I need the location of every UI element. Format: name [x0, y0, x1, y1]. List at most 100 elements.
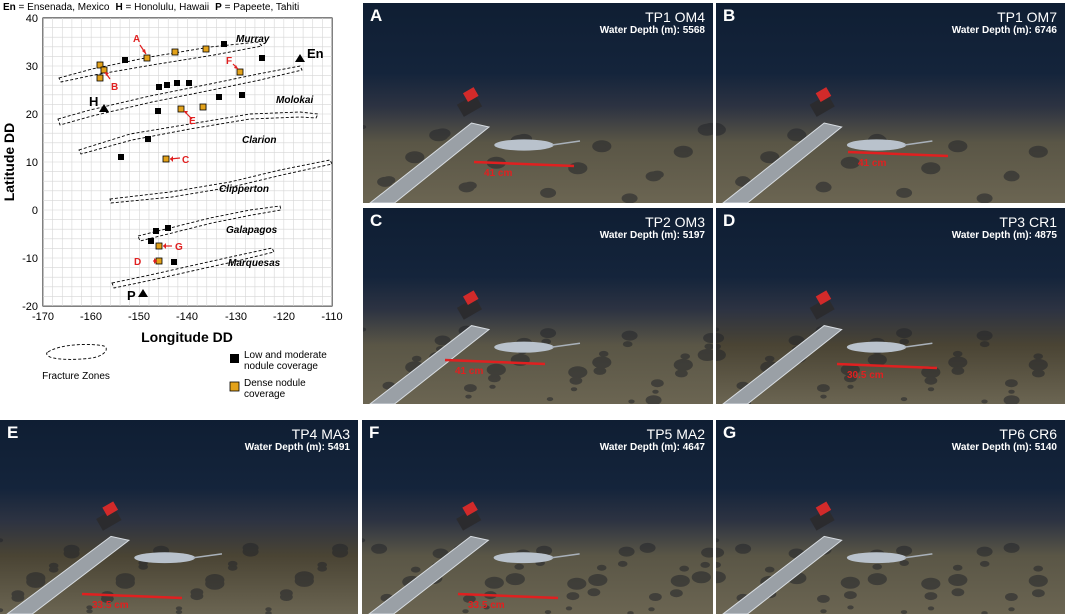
scale-length: 33.5 cm	[468, 600, 505, 611]
scale-bar	[444, 358, 546, 366]
honolulu-marker	[99, 104, 109, 112]
seafloor-scene	[716, 87, 1048, 203]
seafloor-scene	[0, 501, 349, 614]
seafloor-scene	[362, 501, 713, 614]
seafloor-scene	[363, 290, 713, 404]
legend-low-swatch	[230, 354, 239, 363]
label-clipperton: Clipperton	[219, 184, 269, 195]
scale-length: 41 cm	[858, 158, 887, 169]
papeete-marker	[138, 289, 148, 297]
camera-housing	[809, 94, 835, 117]
fish	[493, 552, 554, 564]
water-depth: Water Depth (m): 6746	[951, 25, 1057, 36]
fracture-zone-clarion	[78, 111, 319, 155]
camera-housing	[456, 508, 482, 531]
fish-tail	[551, 342, 581, 348]
fish-tail	[904, 553, 933, 559]
red-light	[815, 290, 832, 305]
probe-arm	[722, 535, 843, 614]
fracture-zones	[57, 41, 333, 289]
probe-arm	[369, 325, 491, 404]
water-depth: Water Depth (m): 5197	[599, 230, 705, 241]
camera-housing	[96, 508, 122, 531]
fish-tail	[551, 553, 580, 559]
legend-dense-swatch	[229, 381, 240, 392]
legend-dense-label: Dense nodule coverage	[244, 378, 306, 400]
fish	[134, 552, 196, 564]
probe-arm	[722, 325, 843, 404]
water-depth: Water Depth (m): 4647	[599, 442, 705, 453]
low-coverage-markers	[118, 41, 265, 265]
label-galapagos: Galapagos	[226, 225, 278, 236]
fish-tail	[904, 140, 933, 146]
water-depth: Water Depth (m): 5568	[599, 25, 705, 36]
panel-letter: E	[7, 423, 19, 442]
trap-code: TP4 MA3	[291, 426, 350, 442]
fish-tail	[193, 553, 223, 559]
trap-code: TP5 MA2	[646, 426, 705, 442]
nodules	[716, 538, 1048, 614]
label-marquesas: Marquesas	[228, 258, 281, 269]
svg-text:A: A	[133, 34, 140, 45]
port-labels: En H P	[89, 46, 324, 303]
probe-arm	[722, 122, 843, 203]
fracture-zone-labels: Murray Molokai Clarion Clipperton Galapa…	[219, 34, 313, 269]
nodules	[0, 538, 349, 614]
fish	[846, 552, 907, 564]
svg-text:D: D	[134, 257, 141, 268]
nodules	[362, 538, 713, 614]
svg-text:C: C	[182, 155, 189, 166]
svg-text:P: P	[127, 288, 136, 303]
red-light	[462, 87, 479, 102]
nodules	[363, 122, 713, 203]
svg-text:30: 30	[26, 61, 38, 73]
svg-text:H: H	[89, 94, 98, 109]
red-light	[462, 501, 478, 517]
scale-bar	[457, 592, 559, 600]
red-light	[463, 290, 479, 306]
seafloor-scene	[363, 87, 713, 203]
camera-housing	[809, 297, 835, 320]
svg-text:-110: -110	[321, 311, 342, 323]
legend-fracture-zones: Fracture Zones	[42, 371, 110, 382]
label-molokai: Molokai	[276, 95, 313, 106]
svg-text:20: 20	[26, 109, 38, 121]
site-arrowheads	[105, 49, 238, 264]
probe-arm	[368, 535, 490, 614]
fish-tail	[904, 342, 933, 348]
svg-text:-140: -140	[176, 311, 198, 323]
seafloor-scene	[716, 290, 1048, 404]
nodules	[716, 122, 1048, 203]
scale-bar	[836, 362, 938, 370]
legend-low-label: Low and moderate nodule coverage	[244, 350, 327, 372]
svg-text:-130: -130	[225, 311, 247, 323]
trap-code: TP6 CR6	[999, 426, 1057, 442]
fish	[494, 139, 554, 151]
fracture-zone-legend-icon	[46, 344, 107, 360]
y-axis-label: Latitude DD	[1, 123, 17, 202]
svg-text:10: 10	[26, 157, 38, 169]
scale-bar	[473, 160, 575, 168]
panel-letter: F	[369, 423, 380, 442]
svg-text:En: En	[307, 46, 324, 61]
x-axis-label: Longitude DD	[141, 329, 233, 345]
water-depth: Water Depth (m): 5140	[951, 442, 1057, 453]
panel-letter: A	[370, 6, 383, 25]
svg-text:-150: -150	[128, 311, 150, 323]
red-light	[102, 501, 119, 517]
svg-text:-170: -170	[32, 311, 54, 323]
label-clarion: Clarion	[242, 135, 276, 146]
y-tick-labels: 40 30 20 10 0 -10 -20	[22, 13, 38, 313]
red-light	[815, 501, 832, 517]
svg-text:G: G	[175, 242, 183, 253]
camera-housing	[456, 94, 483, 117]
grid	[43, 18, 332, 306]
panel-letter: G	[723, 423, 737, 442]
svg-text:F: F	[226, 56, 232, 67]
ensenada-marker	[295, 54, 305, 62]
